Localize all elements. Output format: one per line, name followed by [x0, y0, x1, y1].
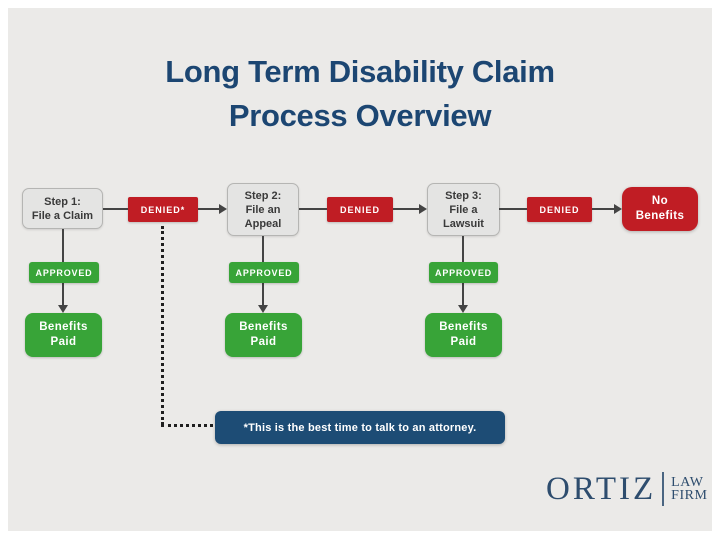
approved1-badge: APPROVED: [29, 262, 99, 283]
arrow-down-icon: [58, 305, 68, 313]
benefits-paid1-box: Benefits Paid: [25, 313, 102, 357]
logo-suffix-text: LAW FIRM: [671, 475, 708, 503]
benefits-paid3-box: Benefits Paid: [425, 313, 502, 357]
step2-box: Step 2: File an Appeal: [227, 183, 299, 236]
step3-box: Step 3: File a Lawsuit: [427, 183, 500, 236]
page-title-line2: Process Overview: [228, 98, 492, 133]
arrow-right-icon: [419, 204, 427, 214]
logo-law-line: LAW: [671, 475, 704, 490]
connector-step1-to-denied1: [103, 208, 128, 210]
arrow-right-icon: [219, 204, 227, 214]
logo-divider: [662, 472, 665, 506]
step1-box: Step 1: File a Claim: [22, 188, 103, 229]
page-title: Long Term Disability Claim Process Overv…: [0, 50, 720, 138]
logo-name-text: ORTIZ: [546, 470, 657, 507]
arrow-down-icon: [458, 305, 468, 313]
arrow-right-icon: [614, 204, 622, 214]
dotted-connector-vertical: [161, 226, 164, 425]
no-benefits-box: No Benefits: [622, 187, 698, 231]
dotted-connector-horizontal: [161, 424, 213, 427]
page-title-line1: Long Term Disability Claim: [165, 54, 555, 89]
benefits-paid2-box: Benefits Paid: [225, 313, 302, 357]
arrow-down-icon: [258, 305, 268, 313]
connector-denied2-to-step3: [393, 208, 419, 210]
denied2-badge: DENIED: [327, 197, 393, 222]
attorney-note-box: *This is the best time to talk to an att…: [215, 411, 505, 444]
approved3-badge: APPROVED: [429, 262, 498, 283]
denied3-badge: DENIED: [527, 197, 592, 222]
logo-firm-line: FIRM: [671, 488, 708, 503]
connector-step2-to-denied2: [299, 208, 327, 210]
approved2-badge: APPROVED: [229, 262, 299, 283]
connector-denied3-to-no-benefits: [592, 208, 614, 210]
connector-step3-to-denied3: [499, 208, 527, 210]
connector-denied1-to-step2: [198, 208, 219, 210]
ortiz-law-firm-logo: ORTIZ LAW FIRM: [546, 468, 707, 510]
denied1-badge: DENIED*: [128, 197, 198, 222]
